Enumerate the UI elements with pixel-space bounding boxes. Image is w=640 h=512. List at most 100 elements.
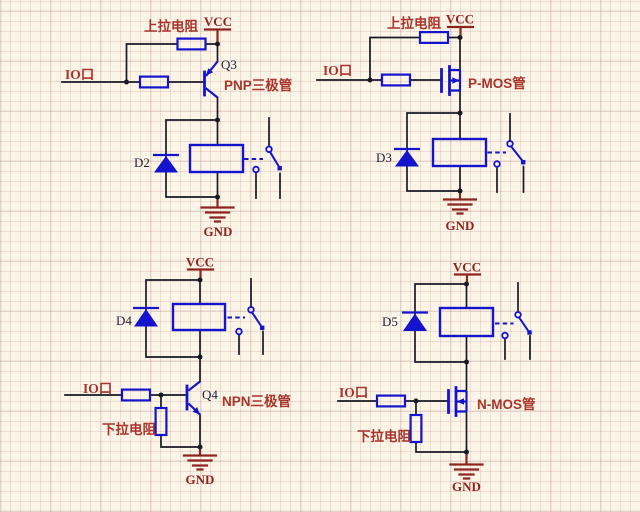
diode-triangle [403, 313, 427, 331]
junction-dot [457, 110, 463, 116]
switch-arm-end [521, 160, 526, 165]
transistor-collector [187, 380, 201, 392]
junction-dot [464, 449, 469, 455]
mos-arrow [457, 398, 464, 405]
relay-coil [188, 143, 245, 174]
flyback-diode-symbol [402, 311, 428, 331]
junction-dot [413, 398, 419, 404]
junction-dot [197, 354, 203, 360]
switch-throw-contact [501, 331, 509, 340]
circuit-npn: VCC GND D4 IO口 Q4 [64, 255, 291, 487]
relay-coil [171, 302, 227, 332]
switch-arm-end [260, 325, 265, 330]
io-port-label: IO口 [323, 63, 352, 78]
diode-triangle [134, 309, 158, 327]
junction-dot [158, 392, 164, 398]
junction-dot [457, 188, 463, 194]
gnd-label: GND [186, 472, 215, 487]
switch-arm [518, 316, 530, 333]
gnd-symbol [200, 195, 235, 223]
flyback-diode-symbol [153, 153, 179, 173]
pmos-transistor-symbol [440, 65, 462, 96]
junction-dot [124, 79, 129, 85]
series-resistor [380, 73, 412, 87]
switch-arm [510, 145, 524, 163]
switch-arm-end [527, 330, 532, 335]
transistor-collector [204, 87, 219, 99]
junction-dot [197, 444, 203, 450]
transistor-type-label: N-MOS管 [477, 396, 536, 412]
emitter-arrow [205, 68, 214, 76]
junction-dot [215, 117, 220, 123]
vcc-label: VCC [186, 255, 214, 270]
diode-triangle [154, 156, 178, 173]
pullup-resistor [418, 30, 450, 44]
transistor-type-label: NPN三极管 [222, 393, 291, 409]
npn-transistor-symbol [185, 380, 201, 416]
switch-throw-contact [252, 165, 260, 174]
gnd-symbol [449, 450, 484, 480]
io-port-label: IO口 [83, 381, 112, 396]
junction-dot [215, 194, 220, 200]
spdt-switch [227, 306, 265, 336]
flyback-diode-symbol [394, 147, 420, 167]
switch-arm-end [277, 166, 282, 171]
pullup-resistor-label: 上拉电阻 [144, 18, 198, 34]
spdt-switch [487, 140, 526, 168]
flyback-diode-symbol [133, 306, 159, 327]
relay-coil [438, 306, 495, 338]
junction-dot [457, 35, 463, 40]
switch-throw-contact [493, 160, 501, 168]
diode-designator: D5 [382, 314, 398, 329]
gnd-bars [442, 189, 478, 215]
diode-designator: D3 [376, 150, 392, 165]
mos-arrow [452, 77, 460, 84]
io-port-label: IO口 [339, 385, 368, 400]
diode-designator: D2 [134, 155, 150, 170]
junction-dot [464, 359, 469, 365]
gnd-symbol [182, 445, 218, 471]
transistor-designator: Q3 [221, 57, 237, 72]
pullup-resistor [176, 37, 207, 51]
pulldown-resistor [154, 406, 168, 437]
circuit-wires [337, 282, 531, 453]
circuit-wires [64, 278, 264, 448]
gnd-symbol [442, 189, 478, 215]
gnd-bars [182, 445, 218, 471]
diode-designator: D4 [116, 313, 132, 328]
emitter-arrow [192, 407, 200, 415]
vcc-label: VCC [446, 12, 474, 27]
transistor-type-label: P-MOS管 [468, 75, 526, 91]
transistor-type-label: PNP三极管 [224, 77, 292, 93]
switch-pole-contact [247, 306, 255, 314]
pulldown-resistor-label: 下拉电阻 [357, 428, 411, 444]
circuit-wires [316, 36, 525, 193]
pnp-transistor-symbol [203, 60, 219, 99]
junction-dot [215, 41, 220, 47]
junction-dot [367, 77, 373, 83]
gnd-label: GND [204, 224, 233, 239]
diode-triangle [395, 150, 419, 167]
series-resistor [120, 388, 152, 402]
pulldown-resistor-label: 下拉电阻 [102, 421, 156, 437]
circuit-pmos: VCC GND 上拉电阻 IO口 P-M [316, 12, 526, 233]
junction-dot [464, 281, 469, 287]
nmos-transistor-symbol [447, 386, 468, 417]
series-resistor [138, 75, 170, 89]
switch-pole-contact [506, 140, 514, 148]
series-resistor [375, 394, 407, 408]
switch-arm [251, 311, 263, 328]
io-port-label: IO口 [65, 67, 94, 82]
spdt-switch [244, 145, 282, 174]
vcc-label: VCC [204, 14, 232, 29]
gnd-bars [200, 195, 235, 223]
circuit-pnp: VCC GND [61, 14, 292, 239]
vcc-label: VCC [453, 260, 481, 275]
pullup-resistor-label: 上拉电阻 [387, 15, 441, 31]
switch-pole-contact [265, 145, 273, 153]
spdt-switch [495, 311, 532, 340]
gnd-bars [449, 450, 484, 480]
circuit-wires [61, 43, 281, 199]
